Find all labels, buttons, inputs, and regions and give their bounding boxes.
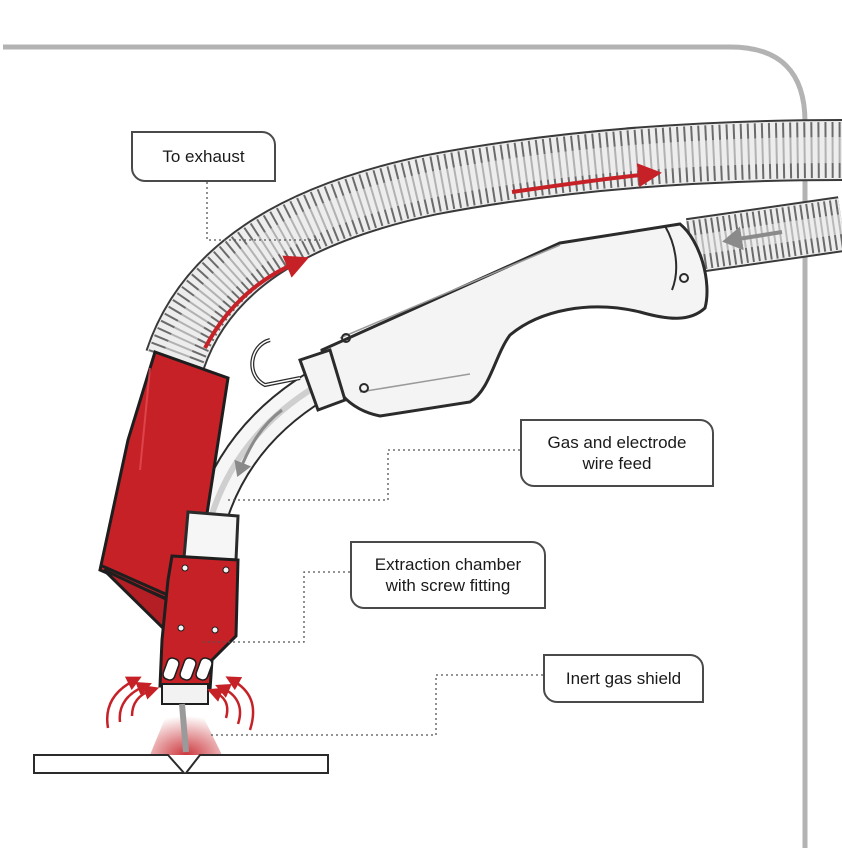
fume-inflow-arrows: [105, 676, 255, 731]
inert-gas-shield-label: Inert gas shield: [543, 654, 704, 703]
supply-flow-arrow: [722, 226, 783, 251]
leader-lines: [200, 182, 543, 736]
gas-electrode-label: Gas and electrode wire feed: [520, 419, 714, 487]
torch-handle: [250, 222, 709, 418]
frame-border: [3, 44, 808, 848]
exhaust-flow-arrow-upper: [511, 163, 662, 194]
exhaust-hose: [145, 119, 842, 371]
extraction-chamber-label: Extraction chamber with screw fitting: [350, 541, 546, 609]
contact-tip: [179, 703, 189, 753]
extraction-chamber: [158, 554, 240, 705]
nozzle-sleeve: [182, 510, 240, 562]
gas-feed-arrow: [234, 408, 283, 477]
exhaust-flow-arrow-lower: [203, 255, 310, 349]
workpiece: [33, 754, 329, 774]
to-exhaust-label: To exhaust: [131, 131, 276, 182]
